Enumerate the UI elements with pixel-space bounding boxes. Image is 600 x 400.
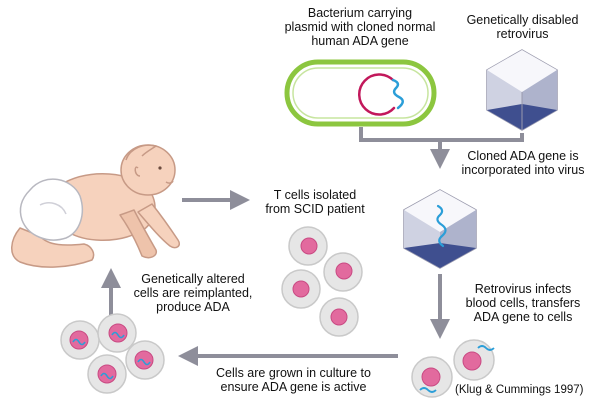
label-retrovirus-line: Genetically disabled xyxy=(466,13,579,27)
baby-mouth xyxy=(165,180,174,184)
label-infects-line: ADA gene to cells xyxy=(473,310,573,324)
ada-gene-icon xyxy=(436,204,447,248)
label-culture: Cells are grown in culture to ensure ADA… xyxy=(186,366,401,394)
baby-patient-icon xyxy=(11,144,181,268)
altered-cell xyxy=(87,354,127,394)
label-bacterium-line: Bacterium carrying xyxy=(307,6,413,20)
label-reimplanted: Genetically altered cells are reimplante… xyxy=(118,272,268,314)
baby-eye xyxy=(158,166,162,170)
label-infects-line: Retrovirus infects xyxy=(474,282,572,296)
label-incorporated-line: incorporated into virus xyxy=(461,163,585,177)
label-incorporated-line: Cloned ADA gene is xyxy=(467,149,579,163)
label-bacterium: Bacterium carrying plasmid with cloned n… xyxy=(255,6,465,48)
t-cell-cluster xyxy=(281,226,363,337)
baby-arm-front xyxy=(137,203,181,249)
t-cell xyxy=(319,297,359,337)
label-t-cells: T cells isolated from SCID patient xyxy=(250,188,380,216)
baby-diaper xyxy=(19,178,84,241)
baby-back-leg xyxy=(11,227,95,268)
label-retrovirus-line: retrovirus xyxy=(496,27,549,41)
bacterium-with-plasmid-icon xyxy=(284,59,437,127)
label-culture-line: Cells are grown in culture to xyxy=(216,366,371,380)
flow-arrows xyxy=(101,127,524,366)
label-infects-line: blood cells, transfers xyxy=(465,296,581,310)
retrovirus-icon xyxy=(486,49,558,131)
baby-arm-back xyxy=(119,209,158,259)
baby-hair xyxy=(125,144,157,161)
altered-cell xyxy=(97,313,137,353)
t-cell xyxy=(288,226,328,266)
transduced-cell xyxy=(411,356,453,398)
altered-cell xyxy=(125,340,165,380)
label-t-cells-line: from SCID patient xyxy=(265,202,365,216)
label-incorporated: Cloned ADA gene is incorporated into vir… xyxy=(448,149,598,177)
altered-cell-cluster xyxy=(60,313,165,394)
ada-gene-icon xyxy=(391,78,404,110)
plasmid-icon xyxy=(357,73,396,116)
label-infects: Retrovirus infects blood cells, transfer… xyxy=(448,282,598,324)
label-retrovirus: Genetically disabled retrovirus xyxy=(455,13,590,41)
citation: (Klug & Cummings 1997) xyxy=(455,384,584,396)
label-reimplanted-line: produce ADA xyxy=(156,300,230,314)
label-bacterium-line: plasmid with cloned normal xyxy=(284,20,436,34)
label-culture-line: ensure ADA gene is active xyxy=(220,380,367,394)
label-bacterium-line: human ADA gene xyxy=(311,34,409,48)
baby-head xyxy=(120,144,176,196)
t-cell xyxy=(281,269,321,309)
arrow-bacterium-to-virus xyxy=(359,127,524,142)
recombinant-retrovirus-icon xyxy=(403,189,477,269)
label-reimplanted-line: Genetically altered xyxy=(141,272,245,286)
transduced-cell-cluster xyxy=(411,339,495,398)
t-cell xyxy=(323,252,363,292)
altered-cell xyxy=(60,320,100,360)
baby-ear xyxy=(134,166,141,177)
label-t-cells-line: T cells isolated xyxy=(273,188,357,202)
label-reimplanted-line: cells are reimplanted, xyxy=(133,286,253,300)
transduced-cell xyxy=(453,339,495,381)
